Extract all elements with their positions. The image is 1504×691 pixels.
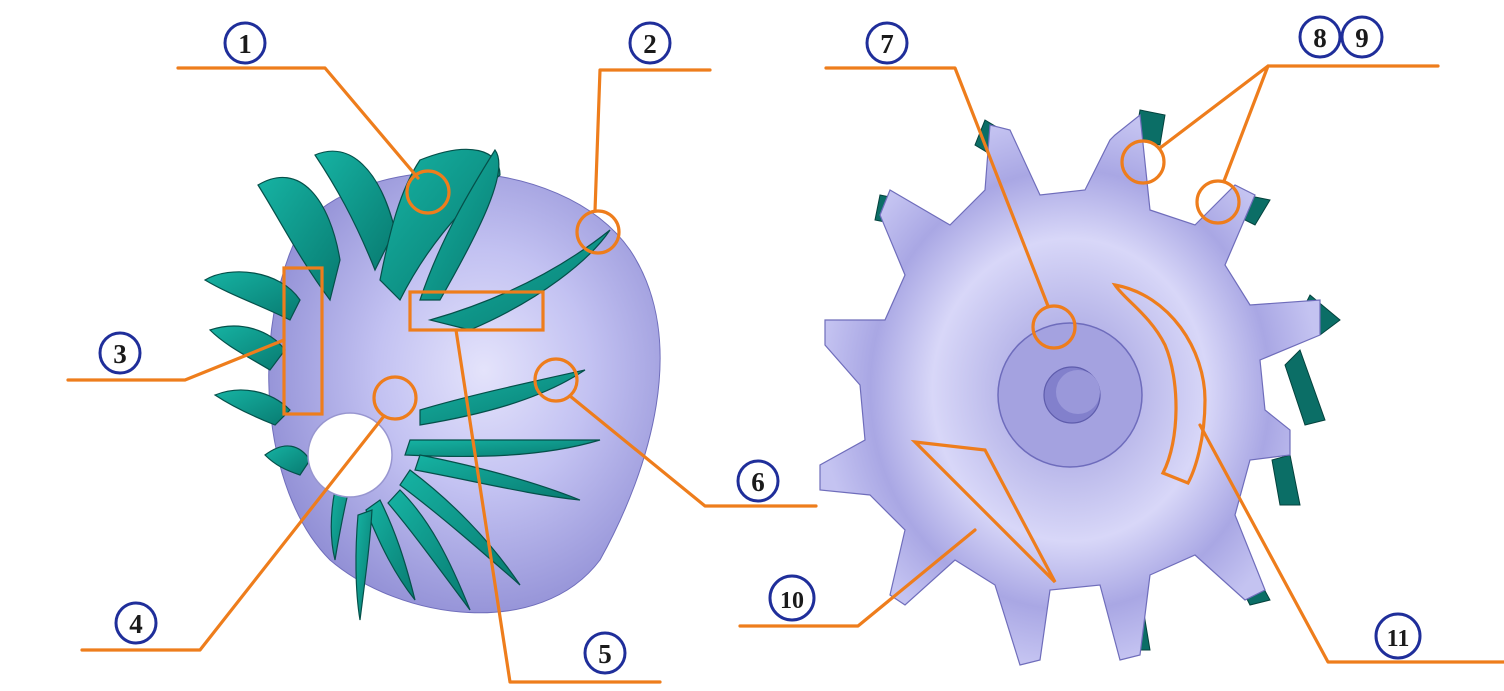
callout-8: 8 [1300,17,1340,57]
callout-1: 1 [225,23,265,63]
callout-9-label: 9 [1355,23,1369,53]
leader-8-9 [1160,66,1438,181]
callout-9: 9 [1342,17,1382,57]
callout-3-label: 3 [113,339,127,369]
callout-5: 5 [585,633,625,673]
callout-10-label: 10 [780,588,804,614]
callout-4-label: 4 [129,609,143,639]
left-shaft-end [308,413,392,497]
callout-5-label: 5 [598,639,612,669]
callout-2-label: 2 [643,29,657,59]
callout-6-label: 6 [751,467,765,497]
right-shaft-face [1056,370,1100,414]
callout-7-label: 7 [880,29,894,59]
callout-2: 2 [630,23,670,63]
right-impeller [820,110,1340,665]
leader-1 [178,68,418,178]
left-impeller [205,149,660,620]
callout-3: 3 [100,333,140,373]
callout-8-label: 8 [1313,23,1327,53]
callout-4: 4 [116,603,156,643]
callout-1-label: 1 [238,29,252,59]
leader-2 [595,70,710,211]
callout-11-label: 11 [1387,626,1410,652]
callout-7: 7 [867,23,907,63]
callout-6: 6 [738,461,778,501]
callout-11: 11 [1376,614,1420,658]
callout-10: 10 [770,576,814,620]
